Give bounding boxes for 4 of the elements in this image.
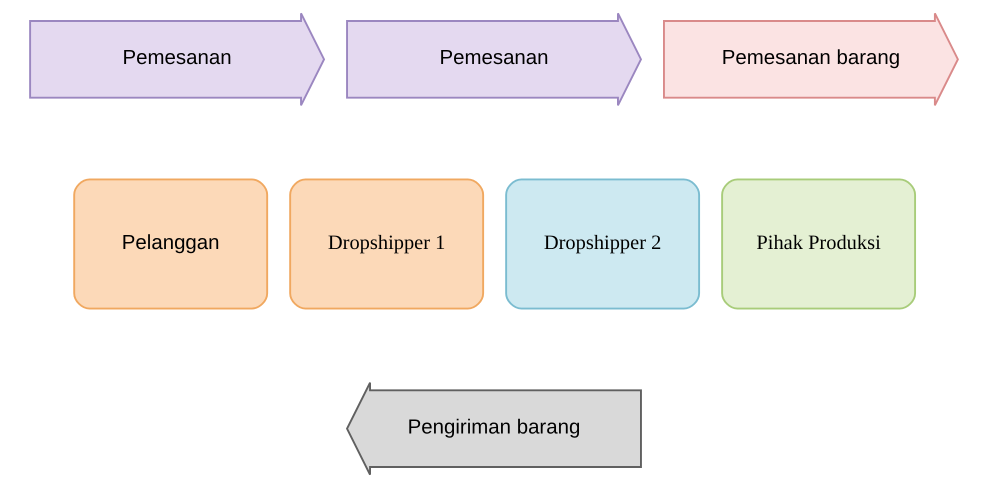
- node-box: Pihak Produksi: [721, 178, 916, 310]
- node-box: Pelanggan: [73, 178, 268, 310]
- node-box: Dropshipper 2: [505, 178, 700, 310]
- node-box: Dropshipper 1: [289, 178, 484, 310]
